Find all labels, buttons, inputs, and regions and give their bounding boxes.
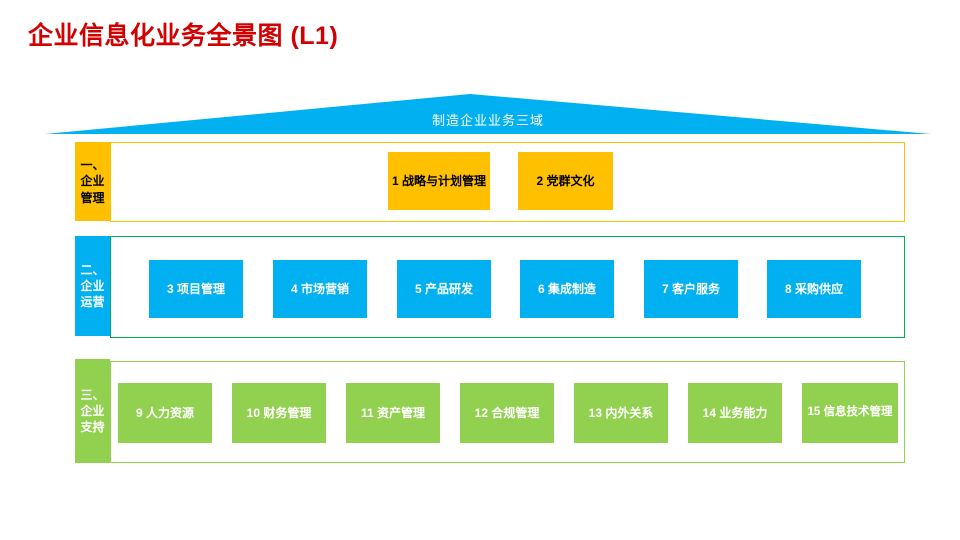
box-1-strategy-planning: 1 战略与计划管理 (388, 152, 490, 210)
box-7-customer-service: 7 客户服务 (644, 260, 738, 318)
box-3-project-management: 3 项目管理 (149, 260, 243, 318)
page-title: 企业信息化业务全景图 (L1) (28, 22, 339, 50)
box-8-procurement-supply: 8 采购供应 (767, 260, 861, 318)
box-4-marketing: 4 市场营销 (273, 260, 367, 318)
lane-label-enterprise-support: 三、 企业 支持 (75, 359, 110, 463)
lane-enterprise-management (110, 142, 905, 222)
box-15-it-management: 15 信息技术管理 (802, 383, 898, 443)
roof-label: 制造企业业务三域 (431, 113, 544, 128)
roof-triangle-shape (45, 94, 931, 134)
lane-label-enterprise-operations: 二、 企业 运营 (75, 236, 110, 336)
roof-banner: 制造企业业务三域 (45, 94, 931, 134)
box-9-human-resources: 9 人力资源 (118, 383, 212, 443)
box-11-asset-management: 11 资产管理 (346, 383, 440, 443)
box-13-internal-external-relations: 13 内外关系 (574, 383, 668, 443)
box-10-finance-management: 10 财务管理 (232, 383, 326, 443)
box-14-business-capability: 14 业务能力 (688, 383, 782, 443)
lane-label-enterprise-management: 一、 企业 管理 (75, 142, 110, 221)
box-6-integrated-manufacturing: 6 集成制造 (520, 260, 614, 318)
box-12-compliance-management: 12 合规管理 (460, 383, 554, 443)
box-2-party-culture: 2 党群文化 (518, 152, 613, 210)
box-5-product-rd: 5 产品研发 (397, 260, 491, 318)
